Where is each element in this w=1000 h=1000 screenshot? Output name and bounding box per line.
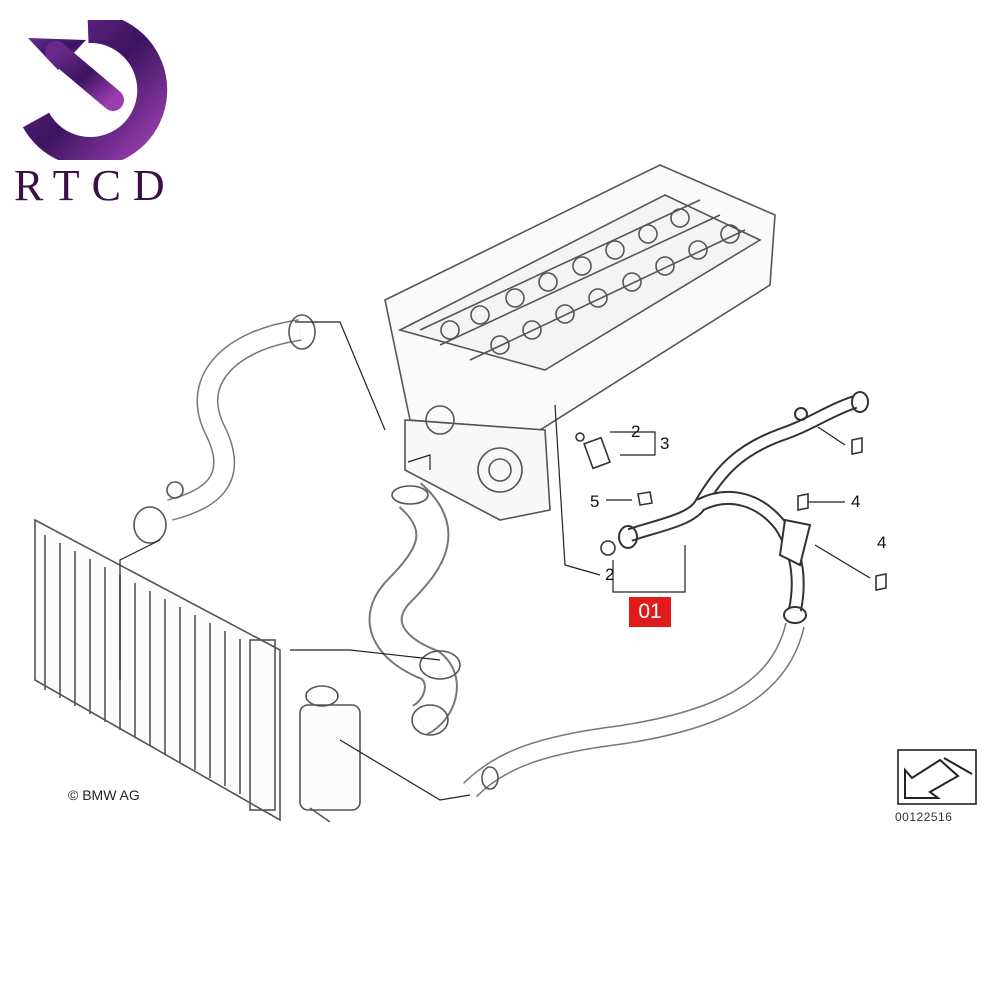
coolant-pipe-assembly xyxy=(618,391,869,624)
brand-name: RTCD xyxy=(14,161,177,210)
highlighted-part-badge: 01 xyxy=(629,597,671,627)
cylinder-head xyxy=(384,164,776,521)
callout-4-lower: 4 xyxy=(877,533,887,552)
callout-2-bottom: 2 xyxy=(605,565,615,584)
radiator xyxy=(34,518,281,822)
callout-2-top: 2 xyxy=(631,422,641,441)
hardware-parts xyxy=(575,432,887,591)
upper-radiator-hose xyxy=(133,314,316,544)
circular-arrow-icon xyxy=(22,20,168,160)
callout-5: 5 xyxy=(590,492,600,511)
arrow-down-left-icon xyxy=(897,749,977,805)
copyright-notice: © BMW AG xyxy=(68,787,140,803)
expansion-tank xyxy=(299,685,361,823)
reference-code: 00122516 xyxy=(895,810,953,824)
leader-lines xyxy=(119,321,871,801)
callout-4-upper: 4 xyxy=(851,492,861,511)
expansion-hose xyxy=(462,622,805,798)
callout-3: 3 xyxy=(660,434,670,453)
lower-radiator-hose xyxy=(368,482,461,736)
